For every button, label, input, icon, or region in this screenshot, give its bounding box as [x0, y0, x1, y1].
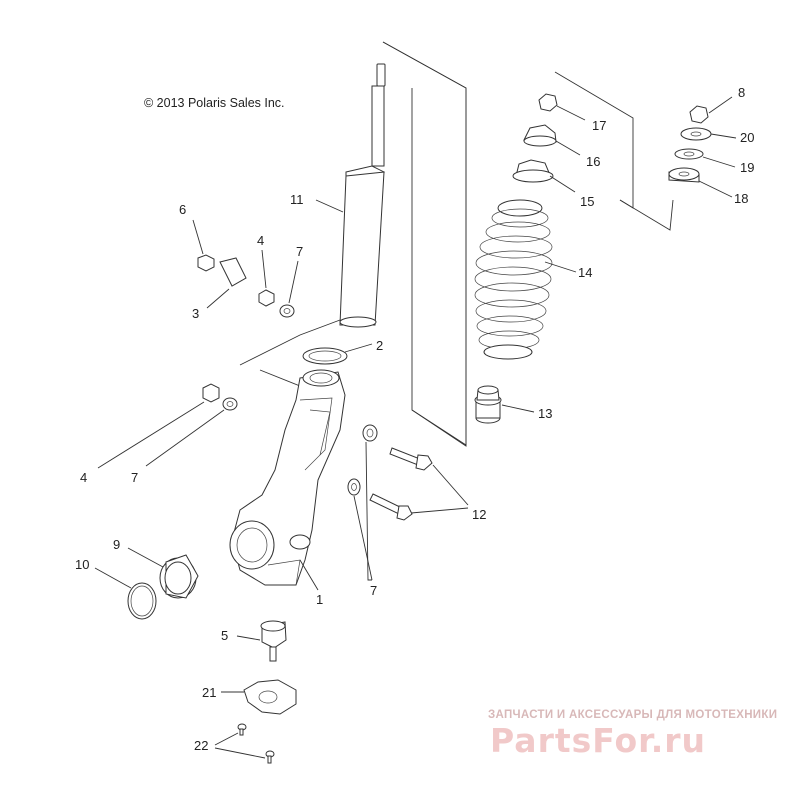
callout-7: 7	[370, 583, 377, 598]
leader-22-a	[214, 732, 239, 746]
shock-absorber	[339, 63, 386, 328]
callout-5: 5	[221, 628, 228, 643]
mounting-plate	[243, 679, 297, 715]
washer-7-upper	[279, 304, 295, 318]
bump-stop	[474, 385, 502, 424]
callout-18: 18	[734, 191, 748, 206]
leader-7-right	[365, 441, 372, 581]
callout-6: 6	[179, 202, 186, 217]
callout-10: 10	[75, 557, 89, 572]
leader-12-b	[410, 507, 469, 514]
callout-9: 9	[113, 537, 120, 552]
snap-ring	[127, 582, 157, 620]
nut-8	[689, 105, 709, 124]
leader-22-b	[214, 747, 266, 759]
leader-17	[556, 105, 586, 121]
coil-spring	[474, 199, 553, 360]
strut-mount-bracket-lower	[619, 199, 674, 231]
washer-7-lower	[222, 397, 238, 411]
leader-16	[555, 140, 581, 156]
bearing	[159, 554, 199, 599]
nut-6	[197, 254, 215, 272]
washer-7-right-a	[362, 424, 378, 442]
callout-4: 4	[80, 470, 87, 485]
callout-1: 1	[316, 592, 323, 607]
callout-19: 19	[740, 160, 754, 175]
screw-22-a	[237, 723, 247, 736]
leader-11	[315, 199, 344, 213]
callout-8: 8	[738, 85, 745, 100]
leader-4	[261, 249, 267, 289]
strut-assembly-bracket	[382, 41, 467, 447]
screw-22-b	[265, 750, 275, 764]
leader-19	[702, 156, 736, 168]
leader-5	[236, 635, 261, 641]
bolt-12-upper	[389, 447, 433, 471]
callout-2: 2	[376, 338, 383, 353]
leader-6	[192, 219, 204, 255]
spring-cap-16	[523, 124, 557, 147]
leader-7-right-b	[353, 495, 373, 581]
washer-19	[674, 148, 704, 160]
strut-mount-bracket	[554, 71, 634, 209]
seal-ring	[302, 347, 348, 365]
steering-knuckle	[229, 369, 346, 586]
leader-1	[299, 559, 319, 591]
callout-11: 11	[290, 192, 304, 207]
leader-2	[344, 343, 373, 353]
watermark-brand: PartsFor.ru	[490, 721, 706, 760]
leader-8	[708, 96, 733, 114]
callout-12: 12	[472, 507, 486, 522]
callout-20: 20	[740, 130, 754, 145]
leader-15	[549, 175, 576, 193]
nut-17	[538, 93, 558, 112]
leader-14	[544, 261, 577, 273]
washer-20	[680, 127, 712, 141]
callout-16: 16	[586, 154, 600, 169]
leader-7	[288, 260, 299, 304]
callout-3: 3	[192, 306, 199, 321]
bolt-12-lower	[369, 493, 413, 521]
leader-12-a	[432, 464, 469, 506]
leader-18	[698, 180, 733, 198]
watermark-tagline: ЗАПЧАСТИ И АКСЕССУАРЫ ДЛЯ МОТОТЕХНИКИ	[488, 709, 777, 721]
callout-15: 15	[580, 194, 594, 209]
callout-14: 14	[578, 265, 592, 280]
leader-20	[710, 133, 737, 139]
leader-4-lower	[97, 401, 205, 469]
leader-7-lower	[145, 409, 225, 467]
bushing-18	[668, 167, 700, 183]
callout-7: 7	[296, 244, 303, 259]
leader-13	[501, 404, 535, 413]
callout-21: 21	[202, 685, 216, 700]
nut-4-upper	[258, 289, 275, 307]
leader-3	[206, 288, 230, 309]
callout-22: 22	[194, 738, 208, 753]
ball-joint	[260, 620, 287, 662]
spring-seat-15	[512, 159, 554, 183]
nut-4-lower	[202, 383, 220, 403]
callout-13: 13	[538, 406, 552, 421]
strut-assembly-bracket	[382, 41, 467, 446]
assembly-line	[239, 319, 341, 366]
callout-17: 17	[592, 118, 606, 133]
leader-10	[94, 567, 132, 589]
clip-bracket	[219, 257, 247, 287]
leader-9	[127, 547, 164, 568]
copyright-text: © 2013 Polaris Sales Inc.	[144, 96, 285, 110]
washer-7-right-b	[347, 478, 361, 496]
callout-7: 7	[131, 470, 138, 485]
callout-4: 4	[257, 233, 264, 248]
